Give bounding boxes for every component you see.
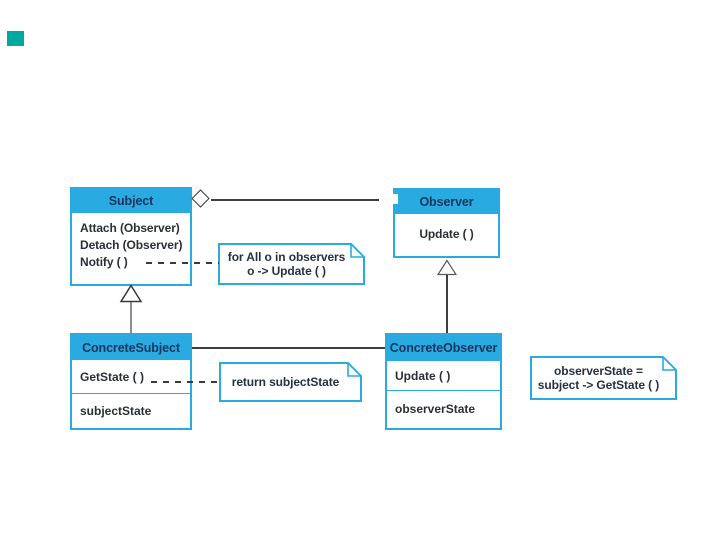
note-getstate-behavior[interactable]: return subjectState <box>219 362 362 402</box>
class-name: Observer <box>419 195 474 209</box>
class-name: Subject <box>108 194 154 208</box>
note-outline <box>219 362 362 402</box>
class-concrete-observer[interactable]: ConcreteObserver Update ( ) observerStat… <box>385 333 502 430</box>
dashed-connector-notify-note <box>146 262 219 264</box>
inheritance-triangle-icon <box>436 259 458 276</box>
attribute-subjectstate: subjectState <box>80 404 152 418</box>
note-line: return subjectState <box>231 374 340 389</box>
note-line: observerState = <box>554 363 643 378</box>
method-notify: Notify ( ) <box>80 255 128 269</box>
class-observer[interactable]: Observer Update ( ) <box>393 188 500 258</box>
slide-corner-mark <box>7 31 24 46</box>
note-line: subject -> GetState ( ) <box>537 378 660 392</box>
method-attach: Attach (Observer) <box>80 221 180 235</box>
class-concrete-subject-header: ConcreteSubject <box>72 335 190 360</box>
inheritance-line-concretesubject <box>130 302 132 333</box>
class-name: ConcreteObserver <box>389 341 498 355</box>
method-detach: Detach (Observer) <box>80 238 183 252</box>
class-concrete-observer-header: ConcreteObserver <box>387 335 500 361</box>
note-outline <box>530 356 677 400</box>
method-update: Update ( ) <box>387 361 500 391</box>
attribute-observerstate: observerState <box>395 401 476 416</box>
note-line: o -> Update ( ) <box>247 264 326 278</box>
note-line: for All o in observers <box>227 249 346 264</box>
note-update-behavior[interactable]: observerState = subject -> GetState ( ) <box>530 356 677 400</box>
method-update: Update ( ) <box>419 227 474 241</box>
association-line-concrete <box>192 347 385 349</box>
observer-edge-notch <box>392 194 398 204</box>
aggregation-diamond-icon <box>191 189 210 208</box>
note-fold-icon <box>347 362 362 377</box>
class-subject[interactable]: Subject Attach (Observer) Detach (Observ… <box>70 187 192 286</box>
note-notify-behavior[interactable]: for All o in observers o -> Update ( ) <box>218 243 365 285</box>
method-getstate: GetState ( ) <box>72 360 190 394</box>
class-subject-header: Subject <box>72 189 190 213</box>
dashed-connector-getstate-note <box>151 381 219 383</box>
note-fold-icon <box>350 243 365 258</box>
note-fold-icon <box>662 356 677 371</box>
class-observer-header: Observer <box>395 190 498 214</box>
class-name: ConcreteSubject <box>82 340 180 355</box>
inheritance-triangle-icon <box>119 284 143 303</box>
note-outline <box>218 243 365 285</box>
association-line-subject-observer <box>211 199 379 201</box>
inheritance-line-concreteobserver <box>446 275 448 333</box>
